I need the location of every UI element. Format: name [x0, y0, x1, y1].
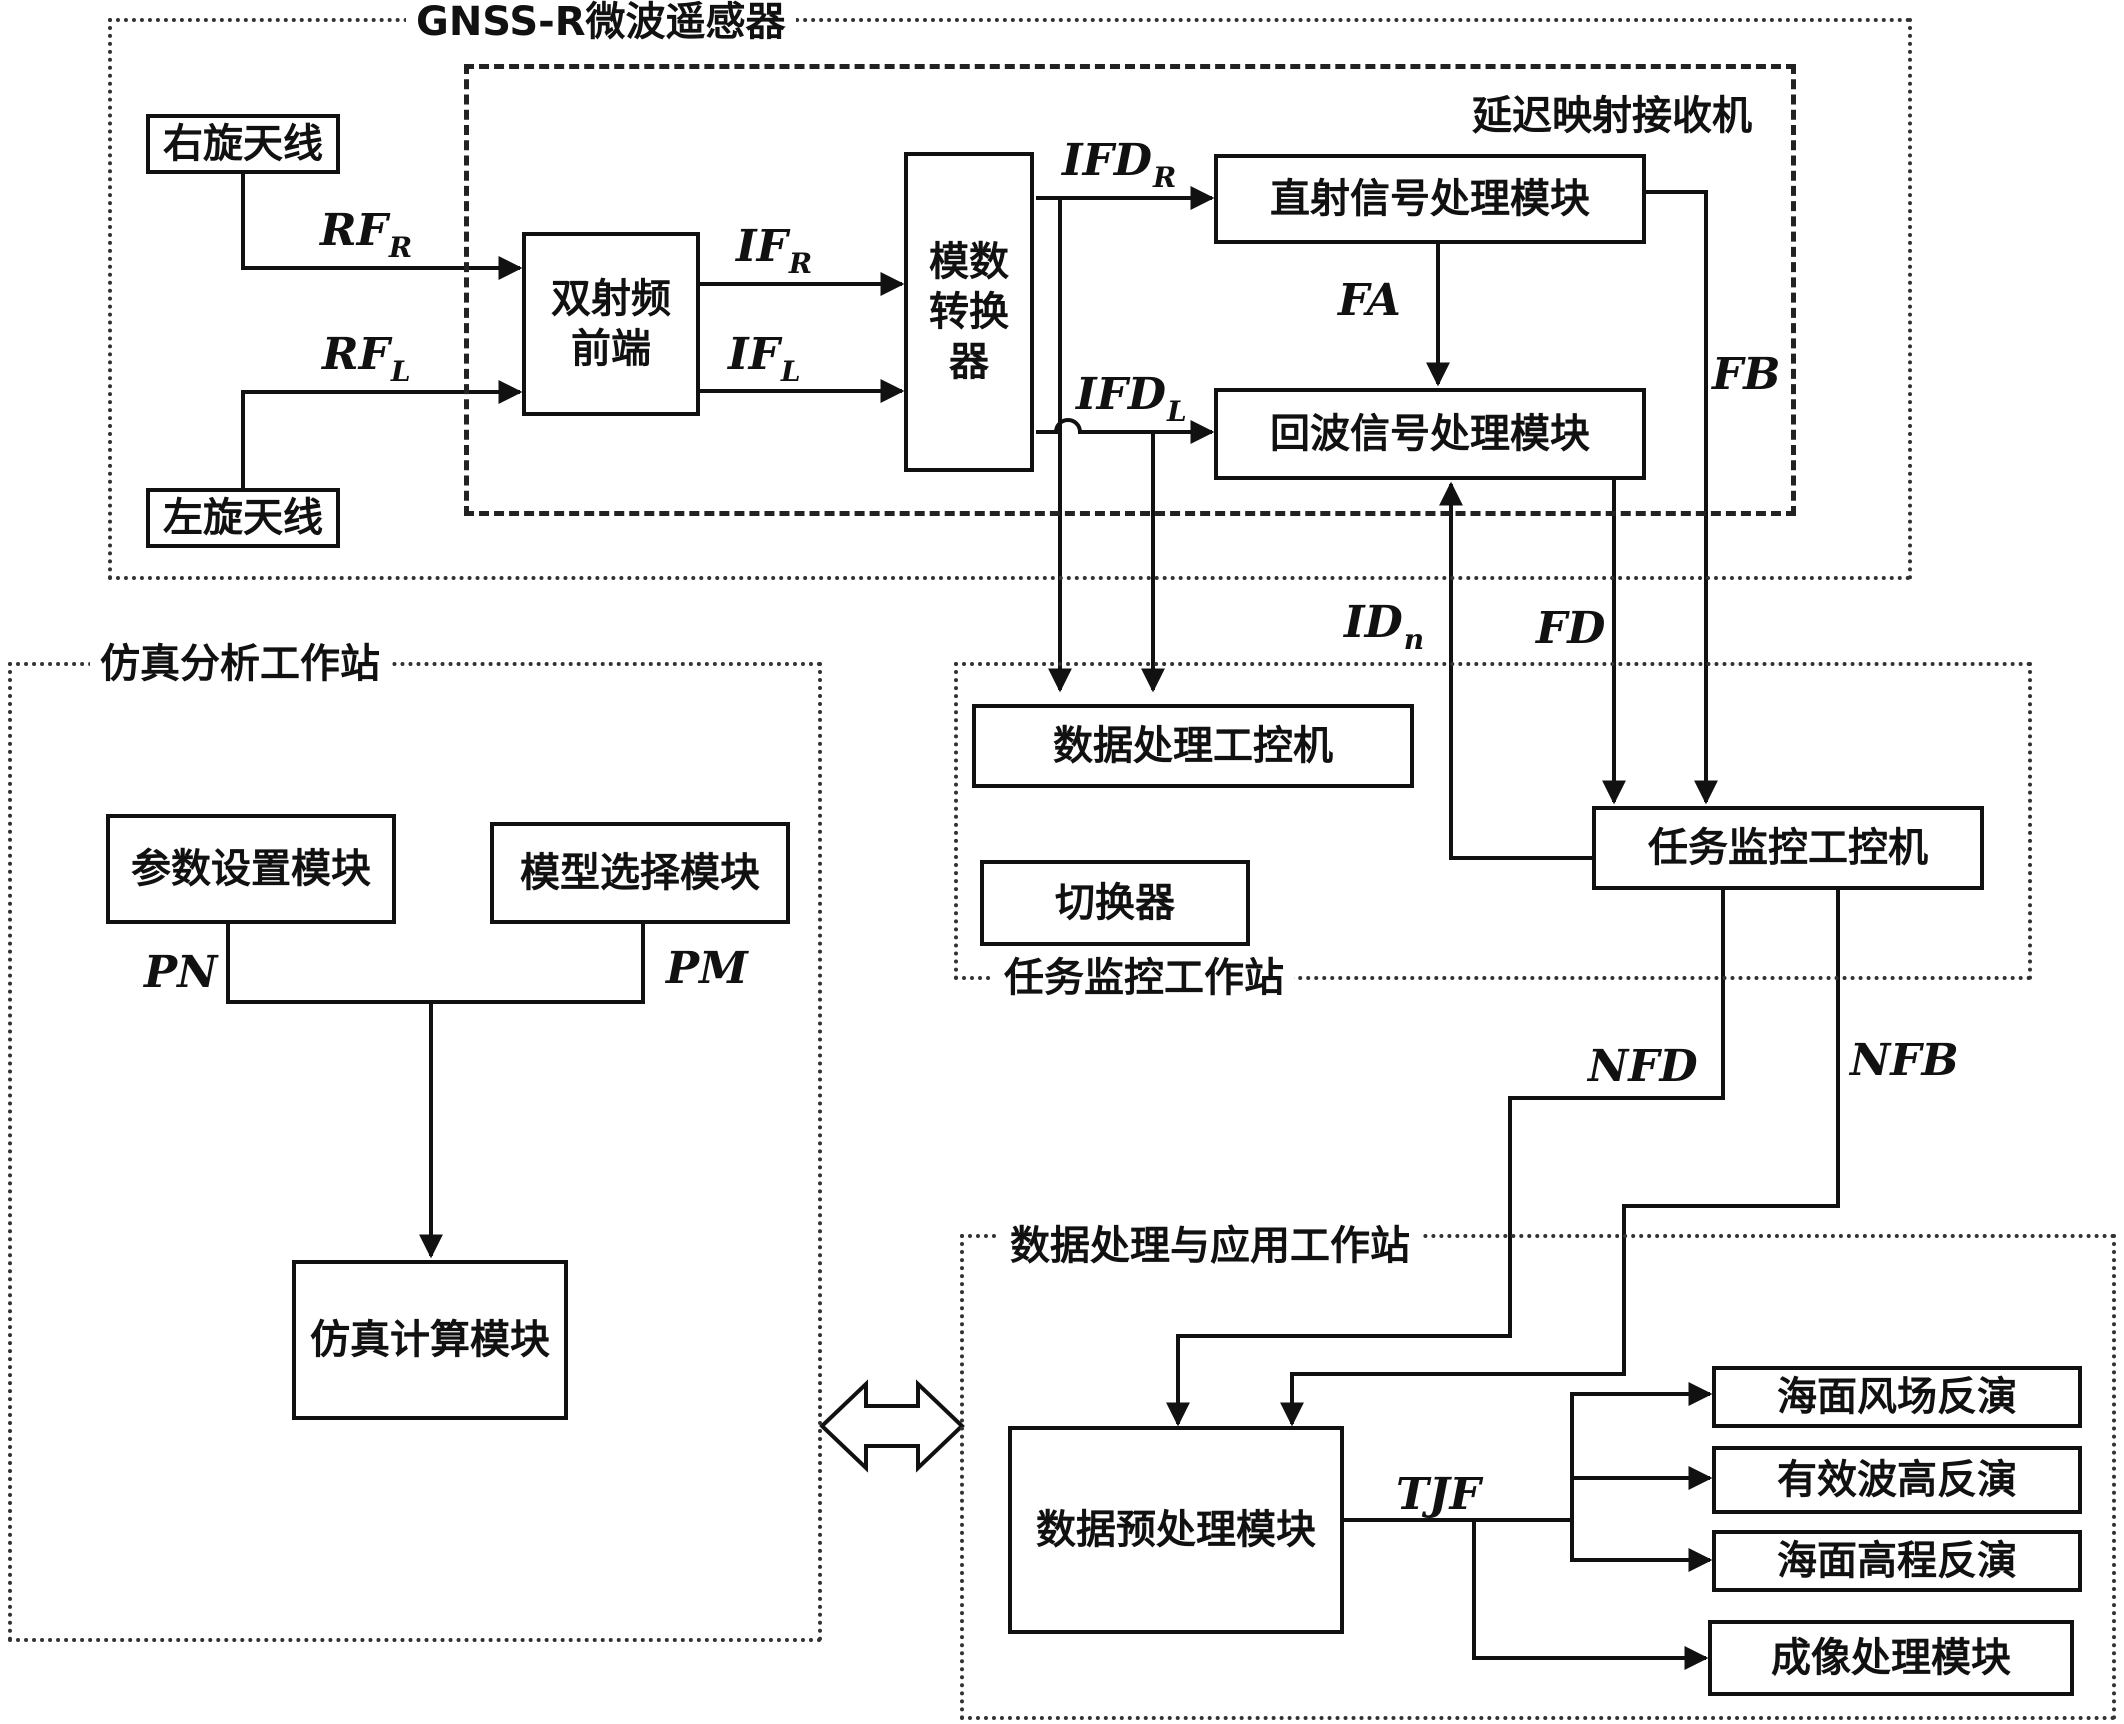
model-selection-module-box: 模型选择模块	[490, 822, 790, 924]
label-if-l: IFL	[728, 329, 801, 389]
wire-nfd	[1166, 888, 1725, 1427]
left-antenna-box: 左旋天线	[146, 488, 340, 548]
bidirectional-arrow	[819, 1379, 965, 1473]
wire-branch-1	[1474, 1382, 1713, 1522]
wire-branch-4	[1472, 1520, 1709, 1670]
label-fa: FA	[1338, 275, 1401, 326]
label-pn: PN	[144, 947, 218, 998]
group-receiver	[464, 64, 1796, 516]
group-title-sensor: GNSS-R微波遥感器	[406, 0, 796, 44]
group-title-receiver: 延迟映射接收机	[1472, 93, 1752, 139]
dual-rf-frontend-label: 双射频 前端	[551, 276, 671, 372]
group-simulation	[8, 662, 822, 1642]
wire-feedback	[1439, 481, 1592, 860]
echo-signal-module-box: 回波信号处理模块	[1214, 388, 1646, 480]
group-title-monitoring: 任务监控工作站	[994, 956, 1294, 1000]
wire-rf-l	[241, 380, 523, 490]
wire-branch-3	[1570, 1520, 1713, 1572]
sea-wind-inversion-box: 海面风场反演	[1712, 1366, 2082, 1428]
label-ifd-l: IFDL	[1076, 369, 1187, 429]
label-rf-r: RFR	[320, 205, 413, 265]
switcher-box: 切换器	[980, 860, 1250, 946]
group-title-processing: 数据处理与应用工作站	[1000, 1224, 1420, 1268]
label-nfb: NFB	[1850, 1035, 1959, 1086]
param-setting-module-box: 参数设置模块	[106, 814, 396, 924]
wire-ifd-l	[1036, 418, 1215, 444]
imaging-module-box: 成像处理模块	[1708, 1620, 2074, 1696]
wave-height-inversion-box: 有效波高反演	[1712, 1446, 2082, 1514]
group-monitoring	[954, 662, 2032, 980]
task-monitoring-pc-box: 任务监控工控机	[1592, 806, 1984, 890]
data-preprocessing-module-box: 数据预处理模块	[1008, 1426, 1344, 1634]
wire-nfb	[1280, 888, 1840, 1427]
adc-label: 模数 转换 器	[929, 239, 1009, 385]
data-processing-pc-box: 数据处理工控机	[972, 704, 1414, 788]
label-ifd-r: IFDR	[1062, 135, 1177, 195]
label-fb: FB	[1712, 349, 1781, 400]
sea-height-inversion-box: 海面高程反演	[1712, 1530, 2082, 1592]
adc-box: 模数 转换 器	[904, 152, 1034, 472]
label-pm: PM	[666, 943, 748, 994]
label-tjf: TJF	[1396, 1469, 1481, 1520]
group-gnss-r-sensor	[108, 18, 1912, 580]
wire-rf-r	[241, 172, 523, 280]
dual-rf-frontend-box: 双射频 前端	[522, 232, 700, 416]
right-antenna-box: 右旋天线	[146, 114, 340, 174]
group-processing	[960, 1234, 2116, 1720]
wire-fb	[1646, 190, 1718, 805]
direct-signal-module-box: 直射信号处理模块	[1214, 154, 1646, 244]
label-nfd: NFD	[1588, 1041, 1698, 1092]
group-title-simulation: 仿真分析工作站	[90, 642, 390, 686]
label-rf-l: RFL	[322, 329, 411, 389]
label-id-n: IDn	[1344, 597, 1425, 657]
wire-pn	[226, 924, 645, 1004]
label-if-r: IFR	[736, 221, 813, 281]
label-fd: FD	[1536, 603, 1606, 654]
simulation-compute-module-box: 仿真计算模块	[292, 1260, 568, 1420]
